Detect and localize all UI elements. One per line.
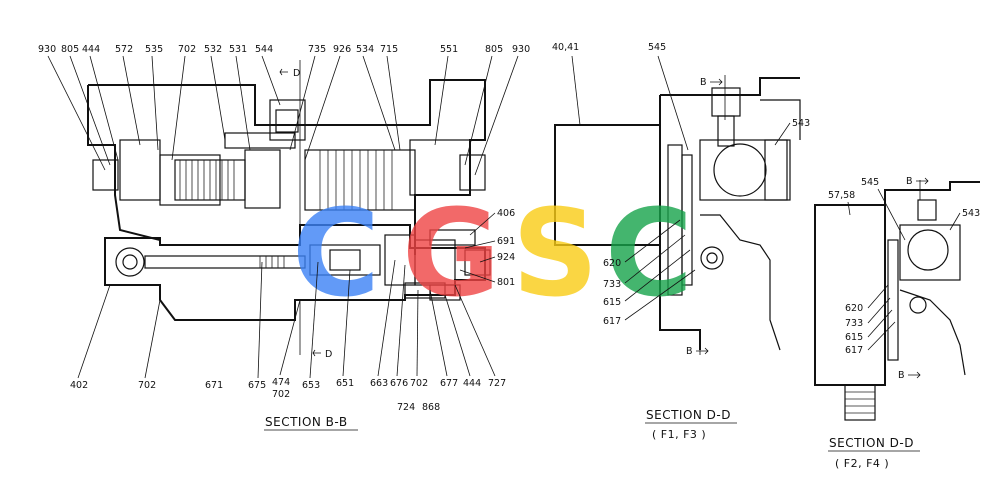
section-dd-f1-title: SECTION D-D [646, 408, 731, 422]
label-653: 653 [302, 380, 320, 391]
watermark-letter-4: C [605, 185, 693, 324]
section-mark-b-bottom-b: B [898, 370, 905, 381]
label-702-d: 702 [410, 378, 428, 389]
label-702-a: 702 [178, 44, 196, 55]
watermark-letter-1: C [292, 185, 380, 324]
label-544: 544 [255, 44, 273, 55]
watermark-letter-2: G [402, 185, 501, 324]
label-801: 801 [497, 277, 515, 288]
label-868: 868 [422, 402, 440, 413]
label-924: 924 [497, 252, 515, 263]
section-dd-f2-labels: 57,58 545 543 620 733 615 617 B B SECTIO… [828, 176, 980, 470]
label-551: 551 [440, 44, 458, 55]
section-mark-b-top-b: B [906, 176, 913, 187]
label-805-a: 805 [61, 44, 79, 55]
label-930-a: 930 [38, 44, 56, 55]
section-dd-f2-leaders [847, 188, 961, 351]
label-651: 651 [336, 378, 354, 389]
section-mark-d-top: D [293, 68, 300, 79]
label-40-41: 40,41 [552, 42, 579, 53]
label-733-b: 733 [845, 318, 863, 329]
section-bb-title: SECTION B-B [265, 415, 348, 429]
label-402: 402 [70, 380, 88, 391]
label-930-b: 930 [512, 44, 530, 55]
label-727: 727 [488, 378, 506, 389]
label-735: 735 [308, 44, 326, 55]
label-676: 676 [390, 378, 408, 389]
label-620-b: 620 [845, 303, 863, 314]
label-534: 534 [356, 44, 374, 55]
label-444-b: 444 [463, 378, 481, 389]
label-702-b: 702 [138, 380, 156, 391]
label-543-b: 543 [962, 208, 980, 219]
label-620-a: 620 [603, 258, 621, 269]
label-444-a: 444 [82, 44, 100, 55]
label-474: 474 [272, 377, 290, 388]
label-715: 715 [380, 44, 398, 55]
label-691: 691 [497, 236, 515, 247]
label-406: 406 [497, 208, 515, 219]
section-dd-f1-subtitle: ( F1, F3 ) [652, 428, 706, 441]
section-dd-f2-subtitle: ( F2, F4 ) [835, 457, 889, 470]
label-677: 677 [440, 378, 458, 389]
section-dd-f1-drawing [554, 75, 801, 355]
label-805-b: 805 [485, 44, 503, 55]
label-615-b: 615 [845, 332, 863, 343]
label-572: 572 [115, 44, 133, 55]
label-57-58: 57,58 [828, 190, 855, 201]
label-663: 663 [370, 378, 388, 389]
section-mark-b-bottom-a: B [686, 346, 693, 357]
label-724: 724 [397, 402, 415, 413]
section-mark-b-top-a: B [700, 77, 707, 88]
section-bb-leaders [47, 55, 519, 379]
section-bb-labels: 930 805 444 572 535 702 532 531 544 735 … [38, 44, 530, 431]
section-mark-d-bottom: D [325, 349, 332, 360]
label-671: 671 [205, 380, 223, 391]
label-733-a: 733 [603, 279, 621, 290]
section-dd-f1-leaders [571, 55, 791, 321]
section-dd-f1-labels: 40,41 545 543 620 733 615 617 B B SECTIO… [552, 42, 810, 441]
label-543-a: 543 [792, 118, 810, 129]
section-bb-drawing [87, 60, 491, 355]
label-702-c: 702 [272, 389, 290, 400]
label-545-b: 545 [861, 177, 879, 188]
label-675: 675 [248, 380, 266, 391]
watermark: C G S C [292, 185, 693, 324]
label-535: 535 [145, 44, 163, 55]
section-dd-f2-title: SECTION D-D [829, 436, 914, 450]
label-617-a: 617 [603, 316, 621, 327]
label-532: 532 [204, 44, 222, 55]
section-dd-f2-drawing [814, 180, 980, 421]
label-617-b: 617 [845, 345, 863, 356]
label-545-a: 545 [648, 42, 666, 53]
label-531: 531 [229, 44, 247, 55]
label-926: 926 [333, 44, 351, 55]
label-615-a: 615 [603, 297, 621, 308]
watermark-letter-3: S [512, 185, 598, 324]
